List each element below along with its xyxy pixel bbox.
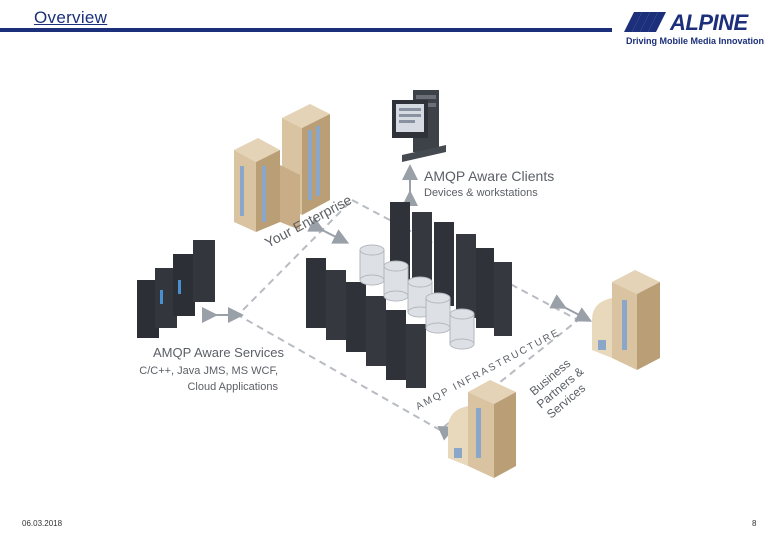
- service-servers-icon: [137, 240, 215, 338]
- enterprise-buildings-icon: [234, 104, 330, 232]
- partner-building-bottom-icon: [448, 380, 516, 478]
- clients-subtitle-label: Devices & workstations: [424, 187, 538, 199]
- services-line2-label: Cloud Applications: [187, 381, 278, 393]
- database-cylinders-icon: [359, 244, 475, 350]
- services-title-label: AMQP Aware Services: [153, 345, 285, 360]
- logo-stripes-icon: [624, 12, 666, 32]
- logo-tagline: Driving Mobile Media Innovation: [626, 36, 765, 46]
- partner-building-right-icon: [592, 270, 660, 370]
- logo-wordmark: ALPINE: [670, 10, 748, 35]
- title-rule: [0, 28, 612, 32]
- arrow-partners-right: [549, 294, 593, 322]
- clients-title-label: AMQP Aware Clients: [424, 168, 554, 184]
- footer-date: 06.03.2018: [22, 519, 63, 528]
- alpine-logo: ALPINE Driving Mobile Media Innovation: [612, 10, 772, 50]
- infrastructure-servers-icon: [306, 202, 512, 388]
- services-line1-label: C/C++, Java JMS, MS WCF,: [139, 365, 278, 377]
- workstation-icon: [392, 90, 446, 162]
- arrow-enterprise: [307, 217, 350, 244]
- footer-page-number: 8: [752, 519, 757, 528]
- slide-title: Overview: [34, 8, 108, 27]
